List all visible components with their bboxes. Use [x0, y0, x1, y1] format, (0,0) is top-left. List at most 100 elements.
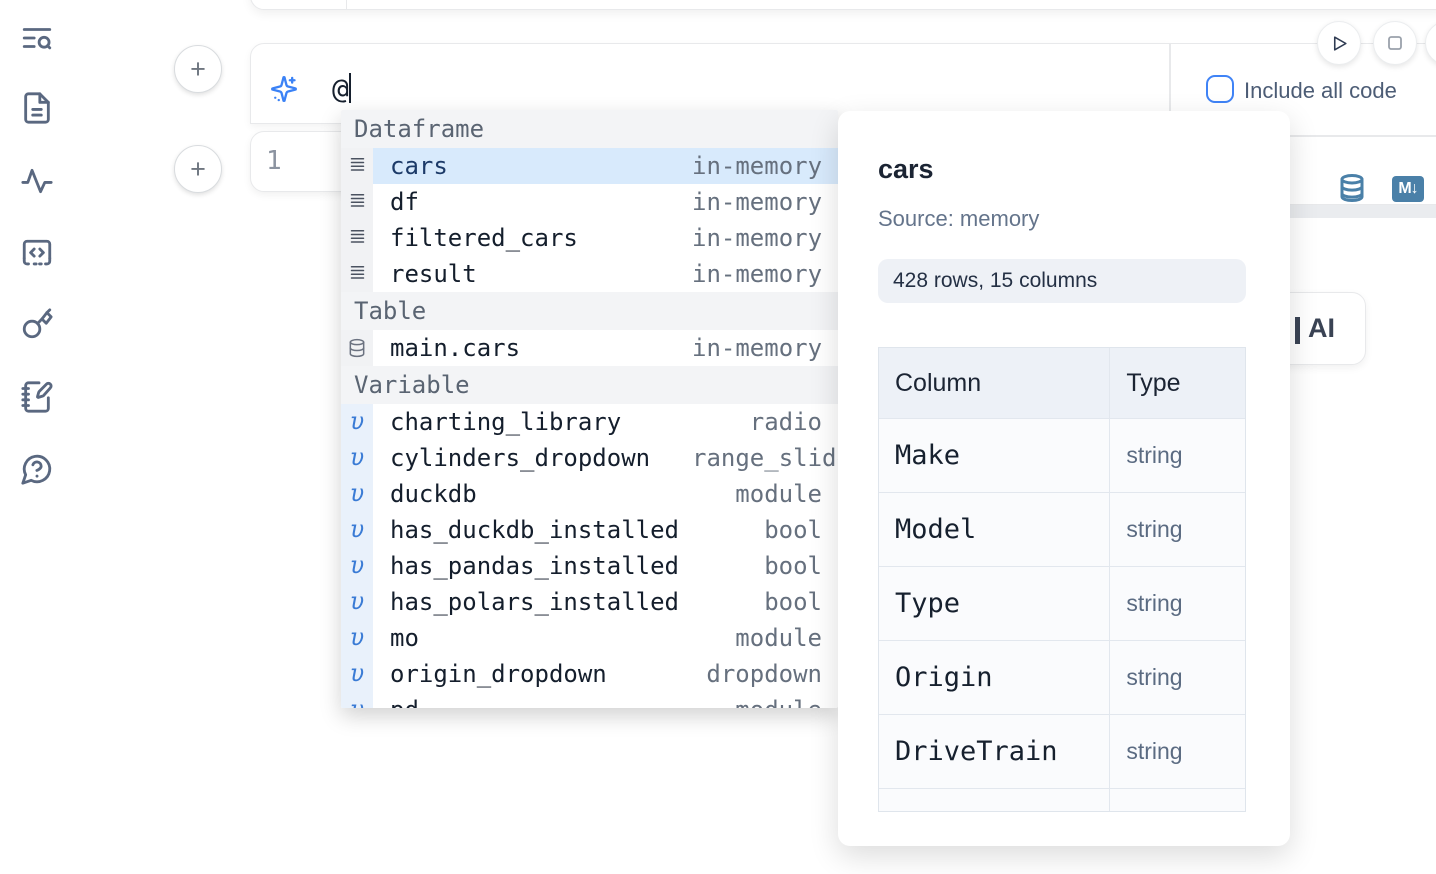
column-type: string [1126, 590, 1183, 616]
item-name: df [390, 188, 419, 216]
database-icon[interactable] [1337, 170, 1367, 206]
item-type: in-memory [692, 188, 823, 216]
markdown-convert-icon[interactable]: M↓ [1392, 176, 1424, 202]
preview-source: Source: memory [878, 206, 1040, 231]
column-type: string [1126, 516, 1183, 542]
schema-row: Make string [879, 419, 1245, 493]
run-cell-button[interactable] [1317, 21, 1361, 65]
item-name: has_polars_installed [390, 588, 679, 616]
add-cell-button[interactable]: + [174, 45, 222, 93]
autocomplete-item[interactable]: υ origin_dropdown dropdown [341, 656, 838, 692]
code-block-icon[interactable] [20, 237, 54, 271]
autocomplete-item[interactable]: υpd module [341, 692, 838, 708]
file-text-icon[interactable] [20, 91, 54, 125]
column-name: Origin [879, 641, 1111, 714]
dataframe-preview-card: cars Source: memory 428 rows, 15 columns… [838, 111, 1290, 846]
item-name: origin_dropdown [390, 660, 607, 688]
item-name: charting_library [390, 408, 622, 436]
text-cursor [348, 73, 351, 103]
previous-cell-fragment [250, 0, 1436, 10]
item-type: radio [749, 408, 822, 436]
add-cell-button[interactable]: + [174, 145, 222, 193]
cell-footer-strip [1288, 205, 1436, 218]
play-icon [1333, 35, 1347, 51]
variable-icon: υ [350, 661, 364, 687]
variable-icon: υ [350, 625, 364, 651]
code-cell-fragment[interactable] [250, 131, 350, 192]
help-chat-icon[interactable] [20, 452, 54, 486]
ai-button-label: AI [1308, 313, 1335, 343]
item-name: cylinders_dropdown [390, 444, 651, 472]
column-name: Make [879, 419, 1111, 492]
schema-row [879, 789, 1245, 811]
variable-icon: υ [350, 697, 364, 708]
autocomplete-item[interactable]: υ charting_library radio [341, 404, 838, 440]
autocomplete-section-header: Variable [341, 366, 838, 404]
column-header: Column [879, 348, 1111, 418]
autocomplete-item[interactable]: υ has_pandas_installed bool [341, 548, 838, 584]
item-type: in-memory [692, 334, 823, 362]
variable-icon: υ [350, 409, 364, 435]
item-name: has_pandas_installed [390, 552, 679, 580]
item-type: module [735, 624, 822, 652]
text-search-icon[interactable] [20, 21, 54, 55]
database-icon [347, 337, 367, 359]
cell-gutter-divider [346, 0, 347, 10]
item-type: dropdown [706, 660, 822, 688]
autocomplete-item[interactable]: df in-memory [341, 184, 838, 220]
column-type: string [1126, 442, 1183, 468]
variable-icon: υ [350, 589, 364, 615]
schema-row: Origin string [879, 641, 1245, 715]
sparkles-icon [270, 75, 298, 103]
item-type: range_slider [692, 444, 838, 472]
variable-icon: υ [350, 553, 364, 579]
autocomplete-section-header: Dataframe [341, 110, 838, 148]
item-type: bool [764, 552, 822, 580]
stop-icon [1388, 36, 1402, 50]
item-type: module [735, 480, 822, 508]
column-type: string [1126, 664, 1183, 690]
autocomplete-item[interactable]: main.cars in-memory [341, 330, 838, 366]
item-name: pd [373, 696, 419, 708]
autocomplete-item[interactable]: result in-memory [341, 256, 838, 292]
item-type: in-memory [692, 260, 823, 288]
include-all-code-checkbox[interactable] [1206, 75, 1234, 103]
item-name: has_duckdb_installed [390, 516, 679, 544]
activity-icon[interactable] [20, 164, 54, 198]
include-all-code-label[interactable]: Include all code [1244, 78, 1397, 103]
column-name: DriveTrain [879, 715, 1111, 788]
stop-cell-button[interactable] [1373, 21, 1417, 65]
key-icon[interactable] [20, 307, 54, 341]
item-type: module [692, 696, 822, 708]
item-type: bool [764, 516, 822, 544]
column-type: string [1126, 738, 1183, 764]
schema-row: DriveTrain string [879, 715, 1245, 789]
type-header: Type [1126, 368, 1181, 397]
item-name: main.cars [390, 334, 521, 362]
occluded-text-fragment [1295, 317, 1300, 344]
scratchpad-icon[interactable] [20, 380, 54, 414]
shape-badge: 428 rows, 15 columns [878, 259, 1246, 303]
variable-icon: υ [350, 481, 364, 507]
column-type [1110, 789, 1245, 811]
item-name: result [390, 260, 477, 288]
column-name [879, 789, 1111, 811]
dataframe-lines-icon [347, 191, 368, 214]
item-type: bool [764, 588, 822, 616]
line-number: 1 [266, 146, 282, 176]
item-name: cars [390, 152, 448, 180]
item-name: duckdb [390, 480, 477, 508]
ai-prompt-input[interactable]: @ [332, 72, 351, 105]
dataframe-lines-icon [347, 155, 368, 178]
item-type: in-memory [692, 224, 823, 252]
autocomplete-item[interactable]: υ has_polars_installed bool [341, 584, 838, 620]
